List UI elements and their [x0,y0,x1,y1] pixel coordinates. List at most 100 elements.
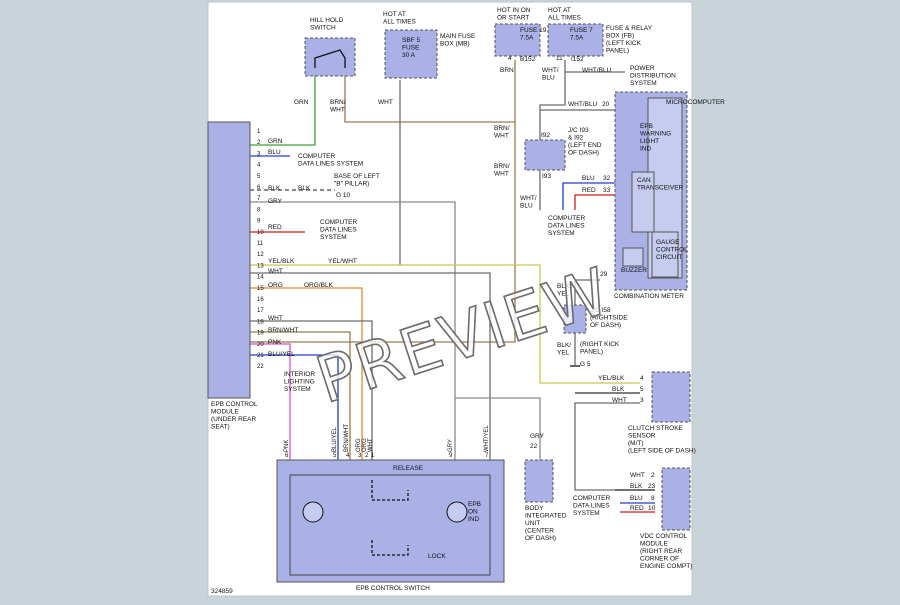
label-clutch-yelblk: YEL/BLK [598,375,625,382]
label-mid-blkyel-2: BLK/YEL [557,342,571,357]
vdc-module-box [661,467,691,531]
module-pin-14: 14 [257,275,264,281]
switch-pin-p5: 5 [333,453,337,459]
label-mid-g5: G 5 [580,361,591,368]
fuse-7-box [547,23,604,57]
label-switch-release: RELEASE [393,465,424,472]
label-switch-lock: LOCK [428,553,446,560]
label-module-pins-labels-p18: BRN/WHT [268,327,298,334]
module-pin-1: 1 [257,129,261,135]
label-meter-blu: BLU [582,175,595,182]
release-contact [371,480,409,501]
label-vdc-pin10: 10 [648,505,656,512]
label-top-wire-brn: BRN [500,67,514,74]
label-meter-pin33: 33 [603,187,611,194]
label-top-pin11: 11 [556,55,563,62]
label-clutch-pin4: 4 [640,375,644,382]
label-vdc-pin23: 23 [648,483,656,490]
switch-wire-w5: ORG [362,438,368,452]
wire-yel-12 [250,264,640,384]
lock-contact [371,540,409,556]
module-pin-6: 6 [257,185,261,191]
wire-wht-17 [250,320,373,460]
clutch-sensor-box [651,371,691,423]
switch-wire-w6: WHT [368,438,374,452]
label-module-pins-labels-p6a: BLK [268,185,281,192]
label-mid-blkyel-1: BLK/YEL [557,283,571,298]
module-pin-2: 2 [257,140,261,146]
module-pin-21: 21 [257,353,264,359]
label-top-hill-wire-brnwht: BRN/WHT [330,99,346,114]
switch-wire-w1: PNK [284,440,290,452]
label-mid-brnwht-1: BRN/WHT [494,125,510,140]
label-clutch-wht: WHT [612,397,627,404]
label-module-pins-labels-p13: WHT [268,268,283,275]
label-module-pins-labels-p6b: BLK [298,185,311,192]
label-module-pins-labels-p19: PNK [268,339,282,346]
switch-pin-p3: 3 [358,453,362,459]
label-clutch-pin5: 5 [640,386,644,393]
switch-wire-w7: GRY [448,439,454,452]
wire-meter-red [574,194,625,210]
switch-pin-p2: 2 [365,453,369,459]
label-module-pins-labels-p7: GRY [268,198,283,205]
wire-brn-fuse19 [250,60,516,343]
label-vdc-blk: BLK [630,483,643,490]
label-mid-brnwht-2: BRN/WHT [494,163,510,178]
label-meter-pin29: 29 [600,271,608,278]
label-module-pins-labels-p3: BLU [268,149,281,156]
label-vdc-red: RED [630,505,644,512]
switch-wire-w2: BLU/YEL [332,427,338,452]
hill-hold-contact [314,49,346,68]
label-switch-title: EPB CONTROL SWITCH [356,585,430,592]
label-meter-whtblu: WHT/BLU [568,101,598,108]
label-module-pins-labels-p9: RED [268,224,282,231]
label-body-unit-wire: GRY [530,433,545,440]
label-top-wire-wht: WHT [378,99,393,106]
interior-lamp-icon [302,501,324,523]
module-pin-10: 10 [257,230,264,236]
switch-internal-frame [289,474,491,576]
body-unit-box [524,459,554,503]
wire-blu-yel-20 [250,354,339,460]
module-pin-17: 17 [257,308,264,314]
label-meter-buzzer: BUZZER [621,267,647,274]
module-pin-13: 13 [257,263,264,269]
wire-wht-blu-fuse7 [539,60,566,140]
wire-gry-7 [250,201,456,460]
wire-gry-body [455,397,541,460]
label-vdc-blu: BLU [630,495,643,502]
module-pin-9: 9 [257,219,261,225]
jc-i58-box [563,304,587,334]
switch-pin-p4: 4 [346,453,350,459]
label-top-wire-whtblu-h: WHT/BLU [582,67,612,74]
module-pin-7: 7 [257,196,261,202]
label-module-pins-labels-p20: BLU/YEL [268,351,295,358]
wire-meter-blu [562,182,625,210]
label-meter-pin20: 20 [602,101,610,108]
label-mid-whtblu: WHT/BLU [520,195,537,210]
label-mid-i92: I92 [541,132,550,139]
label-top-pin4: 4 [508,55,512,62]
label-top-b152: B152 [520,56,536,63]
label-module-pins-labels-p14a: ORG [268,282,283,289]
label-top-wire-whtblu: WHT/BLU [542,67,559,82]
sbf5-fuse-box [384,29,438,79]
module-pin-18: 18 [257,319,264,325]
label-module-pins-labels-p17: WHT [268,315,283,322]
